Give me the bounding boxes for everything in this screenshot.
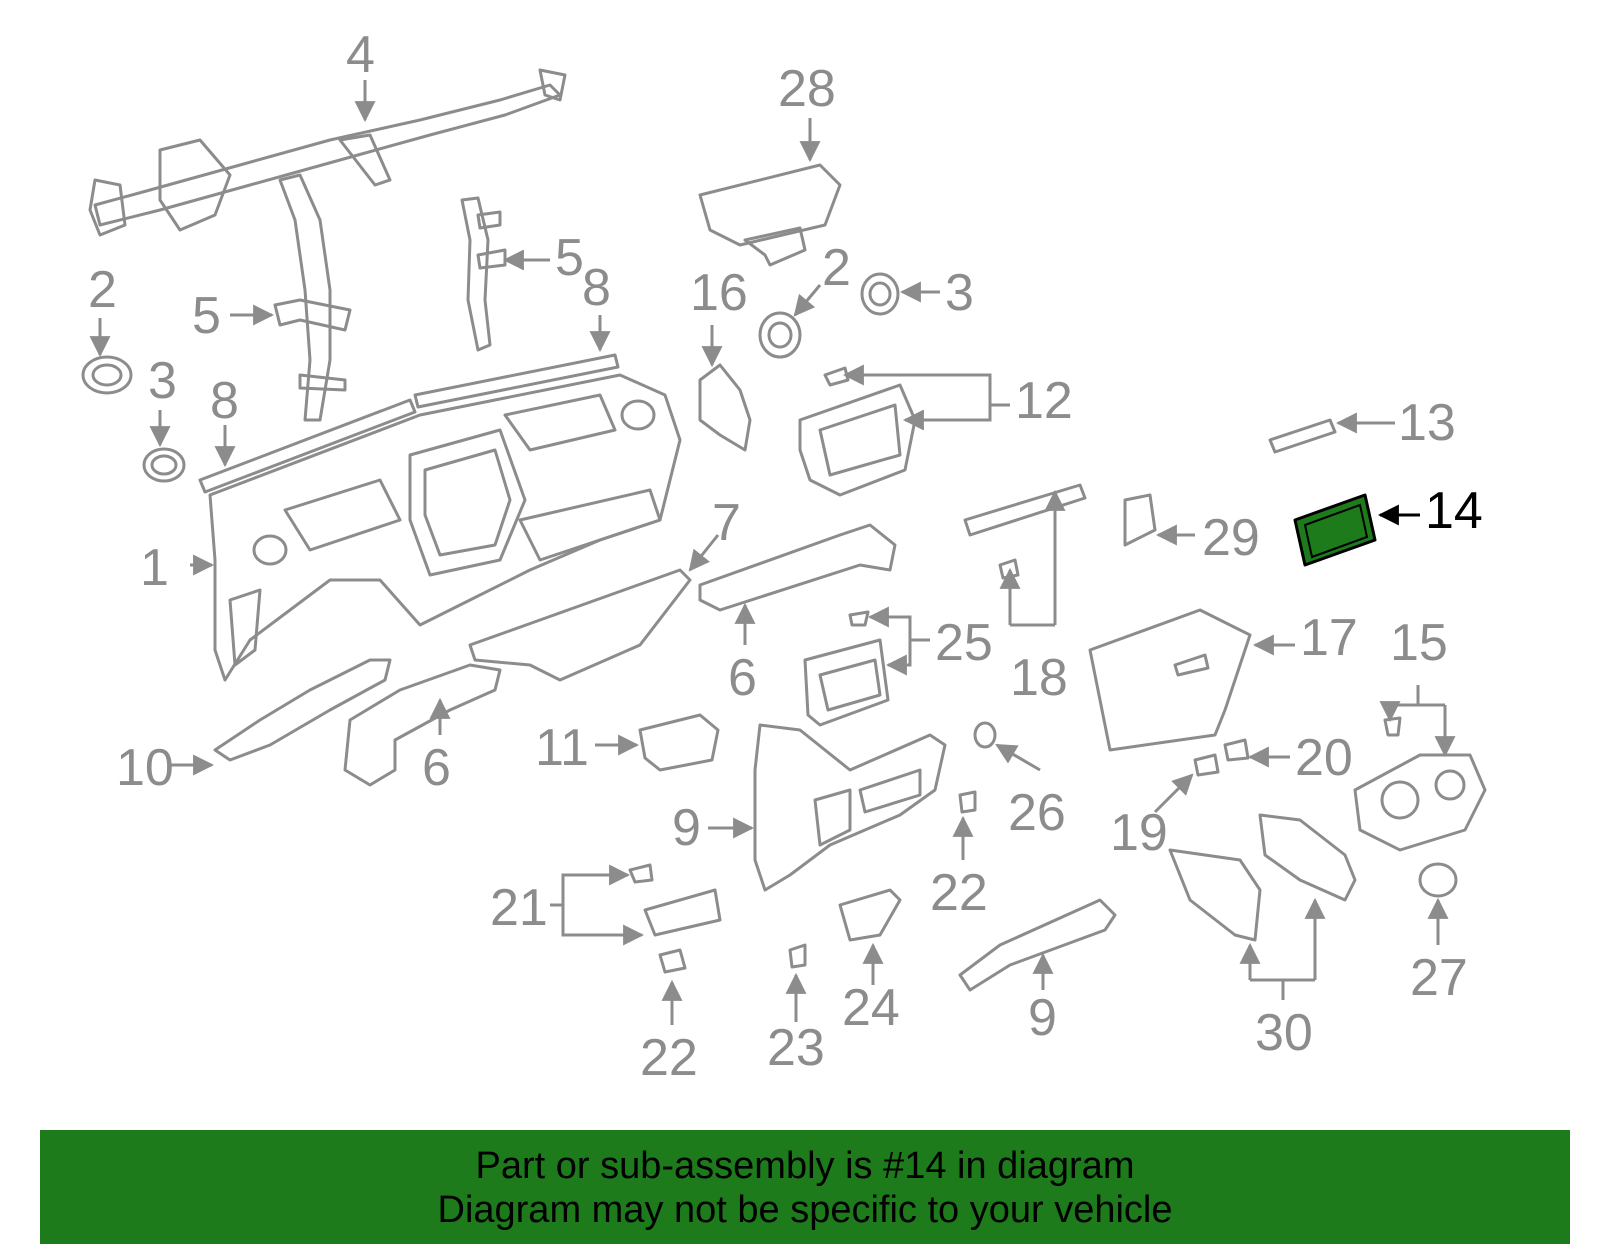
callout-21: 21 xyxy=(490,879,548,937)
part-5-bracket-left xyxy=(273,298,352,392)
callout-17: 17 xyxy=(1300,609,1358,667)
callout-6-lower: 6 xyxy=(422,739,451,797)
part-2-vent-right xyxy=(758,311,802,359)
part-16-side-cover xyxy=(698,363,752,452)
callout-23: 23 xyxy=(767,1019,825,1077)
callout-9-lower: 9 xyxy=(1028,989,1057,1047)
part-5-bracket-right xyxy=(460,196,507,352)
part-18-strip xyxy=(963,483,1087,580)
callout-18: 18 xyxy=(1010,649,1068,707)
part-27-bulb xyxy=(1418,862,1458,898)
callout-28: 28 xyxy=(778,60,836,118)
part-24-pocket xyxy=(838,888,902,942)
callout-19: 19 xyxy=(1110,804,1168,862)
callout-24: 24 xyxy=(842,979,900,1037)
part-3-ring-right xyxy=(860,272,900,316)
part-23-clip xyxy=(788,943,807,969)
part-11-switch xyxy=(638,713,720,772)
part-3-ring-left xyxy=(142,447,186,483)
callout-13: 13 xyxy=(1398,394,1456,452)
part-14-display-highlighted xyxy=(1293,493,1377,567)
callout-2-left: 2 xyxy=(88,261,117,319)
part-13-trim xyxy=(1268,418,1337,454)
callout-8-right: 8 xyxy=(582,259,611,317)
part-17-glovebox xyxy=(1088,608,1252,752)
part-29-clip xyxy=(1123,493,1157,547)
part-9-lower-panel xyxy=(753,723,947,892)
info-banner: Part or sub-assembly is #14 in diagram D… xyxy=(40,1130,1570,1244)
part-4-crossbeam xyxy=(88,68,567,422)
callout-22-left: 22 xyxy=(640,1029,698,1087)
callout-12: 12 xyxy=(1015,372,1073,430)
part-22-clip-left xyxy=(658,948,687,974)
part-7-reinforcement xyxy=(468,568,692,682)
callout-10: 10 xyxy=(116,739,174,797)
callout-16: 16 xyxy=(690,264,748,322)
callout-22-center: 22 xyxy=(930,864,988,922)
part-2-vent-left xyxy=(81,355,133,395)
part-15-meter xyxy=(1353,716,1487,852)
callout-3-left: 3 xyxy=(148,352,177,410)
callout-20: 20 xyxy=(1295,729,1353,787)
part-1-instrument-panel xyxy=(208,373,682,682)
callout-5-left: 5 xyxy=(192,287,221,345)
callout-3-right: 3 xyxy=(945,264,974,322)
callout-15: 15 xyxy=(1390,614,1448,672)
part-21-switch-panel xyxy=(628,863,722,937)
parts-diagram: 4 28 2 5 5 8 16 2 3 3 8 12 13 14 29 7 1 … xyxy=(81,26,1487,1087)
banner-line-2: Diagram may not be specific to your vehi… xyxy=(437,1189,1173,1231)
callout-14: 14 xyxy=(1425,482,1483,540)
part-30-lower-cover xyxy=(1168,813,1357,942)
leader-lines xyxy=(89,80,1456,1025)
part-10-bracket xyxy=(213,658,392,762)
part-6-duct-lower xyxy=(343,663,502,787)
callout-1: 1 xyxy=(140,539,169,597)
part-8-strip-right xyxy=(413,353,620,409)
part-26-clip xyxy=(973,721,997,749)
callout-4: 4 xyxy=(346,26,375,84)
part-25-bezel xyxy=(803,610,890,727)
part-28-airbag xyxy=(698,163,842,267)
callout-8-left: 8 xyxy=(210,372,239,430)
callout-6-upper: 6 xyxy=(728,649,757,707)
callout-27: 27 xyxy=(1410,949,1468,1007)
part-6-duct-upper xyxy=(698,523,897,612)
callout-9-upper: 9 xyxy=(672,799,701,857)
part-19-latch xyxy=(1193,753,1220,777)
part-9-lower-bracket xyxy=(958,898,1117,992)
part-20-latch xyxy=(1223,738,1250,762)
callout-29: 29 xyxy=(1202,509,1260,567)
callout-25: 25 xyxy=(935,614,993,672)
callout-11: 11 xyxy=(535,719,589,777)
callout-labels: 4 28 2 5 5 8 16 2 3 3 8 12 13 14 29 7 1 … xyxy=(88,26,1483,1087)
banner-line-1: Part or sub-assembly is #14 in diagram xyxy=(475,1145,1135,1187)
callout-5-right: 5 xyxy=(555,229,584,287)
callout-26: 26 xyxy=(1008,784,1066,842)
part-22-clip-center xyxy=(958,790,977,814)
part-8-strip-left xyxy=(198,398,417,494)
callout-7: 7 xyxy=(712,494,741,552)
callout-30: 30 xyxy=(1255,1004,1313,1062)
callout-2-right: 2 xyxy=(822,239,851,297)
part-12-center-bezel xyxy=(798,366,917,497)
